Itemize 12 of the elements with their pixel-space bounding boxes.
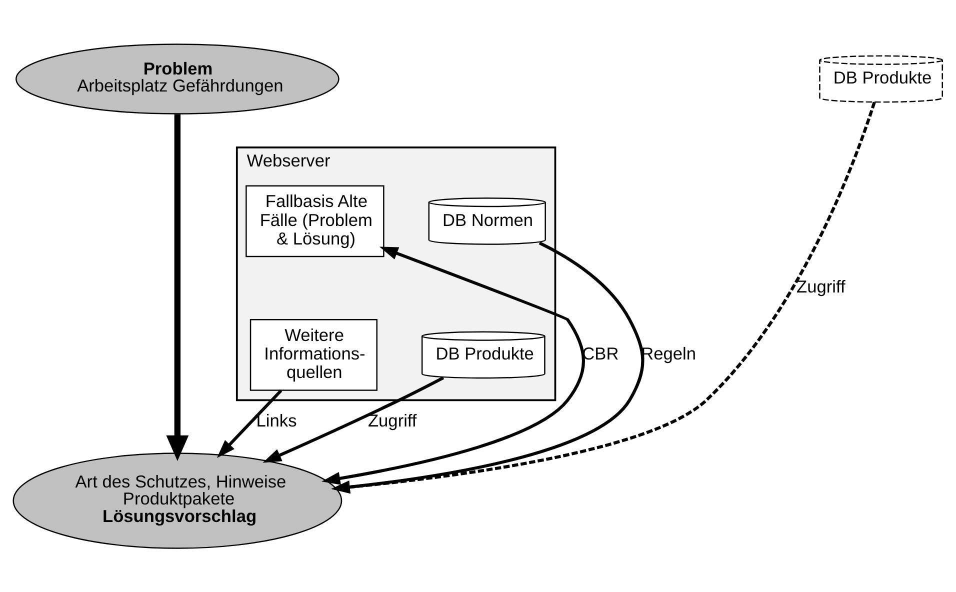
node-ellipse: Problem Arbeitsplatz Gefährdungen bbox=[16, 44, 340, 114]
arrow bbox=[331, 242, 644, 494]
node-box: Weitere Informations- quellen bbox=[250, 319, 378, 391]
edge-label: Zugriff bbox=[368, 410, 417, 430]
arrow bbox=[262, 376, 444, 463]
node-box: Fallbasis Alte Fälle (Problem & Lösung) bbox=[246, 185, 384, 258]
arrow bbox=[216, 389, 282, 458]
arrow bbox=[322, 246, 585, 485]
arrow bbox=[331, 102, 876, 494]
edge-label: Zugriff bbox=[796, 276, 846, 297]
arrow bbox=[166, 114, 189, 462]
edge-label: Links bbox=[256, 410, 297, 430]
